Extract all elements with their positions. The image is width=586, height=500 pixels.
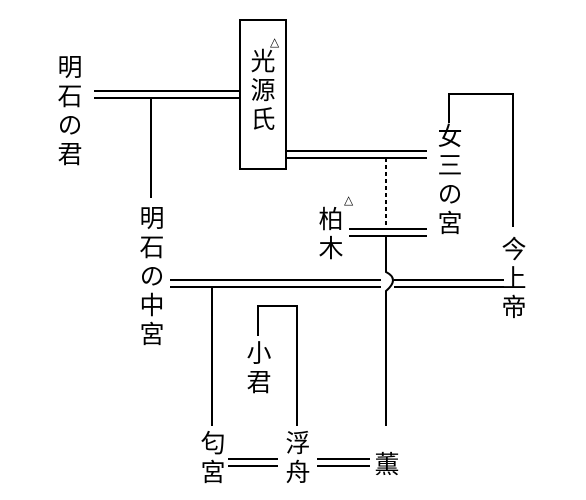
name-ko-gimi: 小君 — [243, 340, 272, 398]
name-akashi-no-kimi: 明石の君 — [54, 54, 83, 170]
descent-line-kaoru — [385, 236, 394, 426]
name-genji: 光源氏 — [247, 48, 276, 135]
bracket-onnasan-kinjotei — [448, 93, 514, 227]
name-kaoru: 薫 — [371, 451, 400, 480]
kashiwagi-mark: △ — [344, 193, 354, 207]
name-kashiwagi: 柏木 — [315, 206, 344, 264]
genji-mark: △ — [270, 35, 280, 49]
name-onna-san-no-miya: 女三の宮 — [434, 123, 463, 239]
name-ukifune: 浮舟 — [282, 430, 311, 488]
bracket-kogimi-ukifune — [257, 305, 298, 426]
name-kinjo-tei: 今上帝 — [498, 236, 527, 323]
name-niou-miya: 匂宮 — [197, 430, 226, 488]
name-akashi-no-chugu: 明石の中宮 — [136, 205, 165, 350]
genji-box — [239, 19, 287, 170]
